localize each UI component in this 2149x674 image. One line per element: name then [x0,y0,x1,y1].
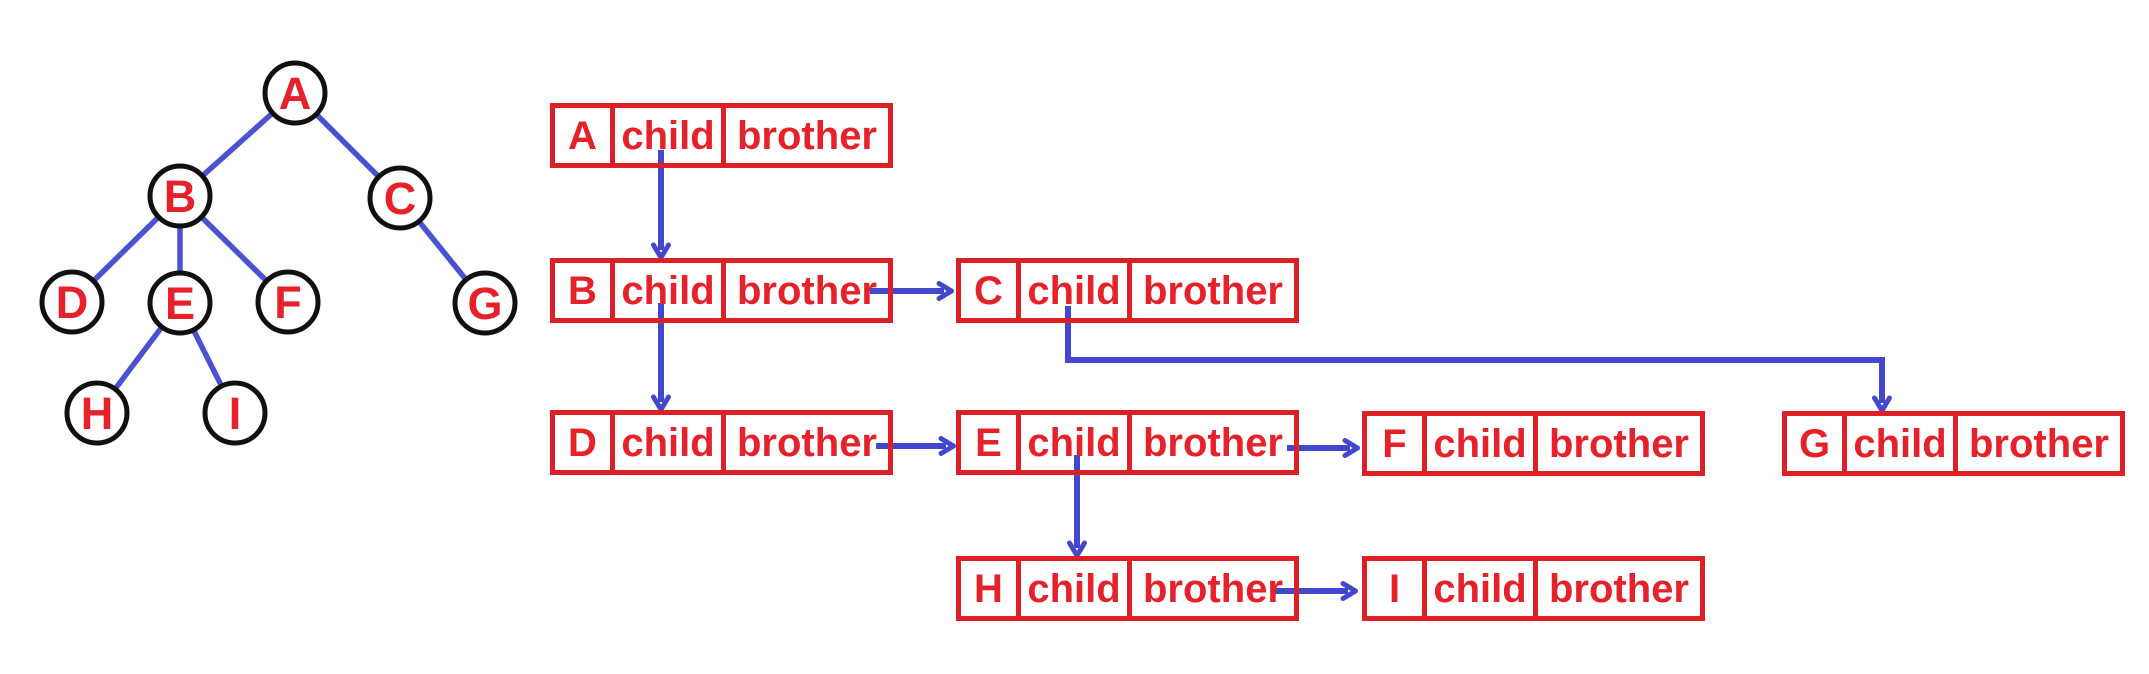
record-box-a: A child brother [550,103,893,168]
record-letter-cell: C [974,268,1003,313]
record-box-h: H child brother [956,556,1299,621]
record-box-c: C child brother [956,258,1299,323]
record-child-cell: child [1422,561,1533,616]
record-brother-cell: brother [1127,561,1294,616]
record-child-cell: child [1422,416,1533,471]
tree-nodes: A B C D E F G H I [39,60,518,446]
record-brother-cell: brother [1533,416,1700,471]
record-brother-cell: brother [721,415,888,470]
arrow-c-child-to-g [1065,306,1892,413]
tree-node-label-h: H [81,388,114,439]
record-brother-cell: brother [1127,263,1294,318]
tree-node-e [147,270,213,336]
record-child-cell: child [1016,561,1127,616]
tree-node-c [367,165,433,231]
record-brother-cell: brother [721,108,888,163]
record-letter-cell: E [975,420,1002,465]
tree-node-label-a: A [279,68,312,119]
record-child-cell: child [610,108,721,163]
record-box-e: E child brother [956,410,1299,475]
record-letter-cell: I [1388,566,1401,611]
record-child-cell: child [610,263,721,318]
tree-node-label-d: D [56,277,89,328]
tree-node-label-b: B [164,171,197,222]
record-brother-cell: brother [721,263,888,318]
record-letter-cell: D [568,420,597,465]
tree-node-h [64,380,130,446]
record-box-b: B child brother [550,258,893,323]
tree-node-g [452,270,518,336]
record-letter-cell: G [1798,421,1831,466]
pointer-arrows [651,150,1892,601]
record-child-cell: child [1016,415,1127,470]
tree-node-label-c: C [384,173,417,224]
record-brother-cell: brother [1953,416,2120,471]
record-letter-cell: B [568,268,597,313]
tree-node-label-e: E [165,278,195,329]
record-letter-cell: H [974,566,1003,611]
record-brother-cell: brother [1533,561,1700,616]
record-letter-cell: F [1382,421,1407,466]
tree-node-a [262,60,328,126]
record-letter-cell: A [568,113,597,158]
record-box-d: D child brother [550,410,893,475]
tree-edges [70,90,488,415]
record-child-cell: child [610,415,721,470]
tree-node-label-f: F [274,277,302,328]
tree-node-i [202,380,268,446]
record-child-cell: child [1842,416,1953,471]
tree-node-label-i: I [229,388,242,439]
record-box-f: F child brother [1362,411,1705,476]
tree-node-d [39,269,105,335]
tree-node-b [147,163,213,229]
record-child-cell: child [1016,263,1127,318]
record-brother-cell: brother [1127,415,1294,470]
tree-node-label-g: G [467,278,502,329]
record-box-g: G child brother [1782,411,2125,476]
record-box-i: I child brother [1362,556,1705,621]
tree-node-f [255,269,321,335]
